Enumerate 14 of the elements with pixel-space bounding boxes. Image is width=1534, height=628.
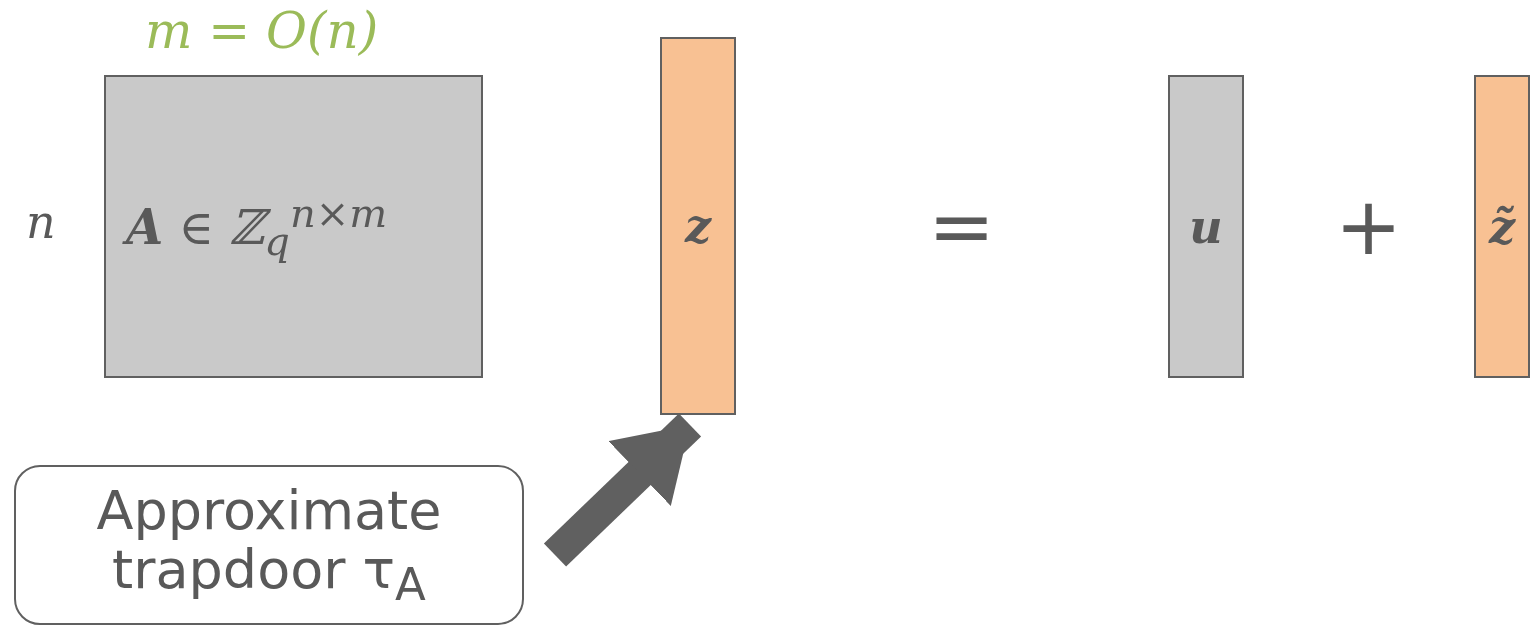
dimension-label: n bbox=[26, 195, 56, 249]
dimension-label: m = O(n) bbox=[145, 2, 379, 60]
plus-sign: + bbox=[1335, 180, 1403, 273]
vector-block bbox=[1474, 75, 1530, 378]
arrow bbox=[543, 413, 702, 567]
vector-label: u bbox=[1189, 199, 1223, 254]
vector-label: z bbox=[684, 199, 712, 253]
callout-box bbox=[14, 465, 524, 625]
callout-text: Approximate trapdoor τ$_{A}$ bbox=[95, 480, 443, 610]
matrix-block bbox=[104, 75, 483, 378]
vector-block bbox=[660, 37, 736, 415]
equals-sign: = bbox=[928, 180, 996, 273]
vector-block bbox=[1168, 75, 1244, 378]
vector-label: z̃ bbox=[1488, 199, 1516, 254]
